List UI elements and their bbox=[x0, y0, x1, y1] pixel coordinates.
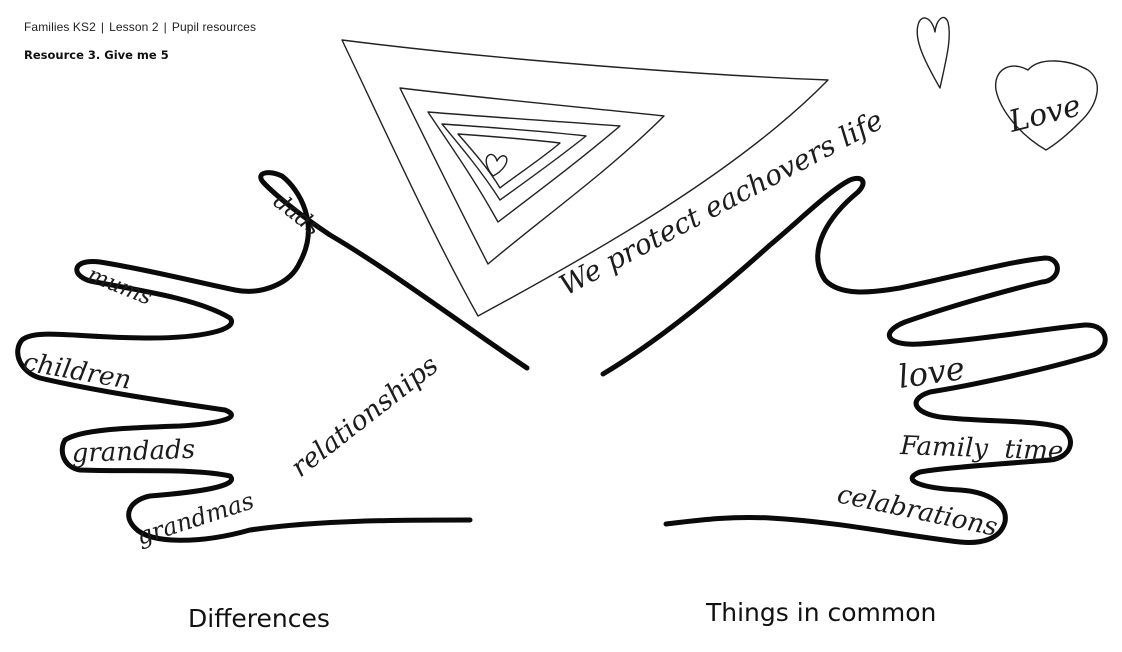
handwritten-grandads: grandads bbox=[71, 435, 195, 469]
caption-differences: Differences bbox=[188, 604, 330, 633]
caption-things-in-common: Things in common bbox=[706, 598, 936, 627]
handwritten-love-heart: Love bbox=[1004, 88, 1084, 140]
heart-outline-icon bbox=[917, 17, 949, 88]
handwritten-triangle-text: We protect eachovers life bbox=[554, 103, 889, 302]
handwritten-family-time: Family time bbox=[899, 431, 1064, 467]
handwritten-celabrations: celabrations bbox=[835, 480, 1001, 543]
handwritten-relationships: relationships bbox=[285, 350, 444, 484]
handwritten-children: children bbox=[21, 347, 134, 395]
left-hand-outline bbox=[18, 173, 527, 541]
handwritten-dads: dads bbox=[268, 189, 325, 241]
